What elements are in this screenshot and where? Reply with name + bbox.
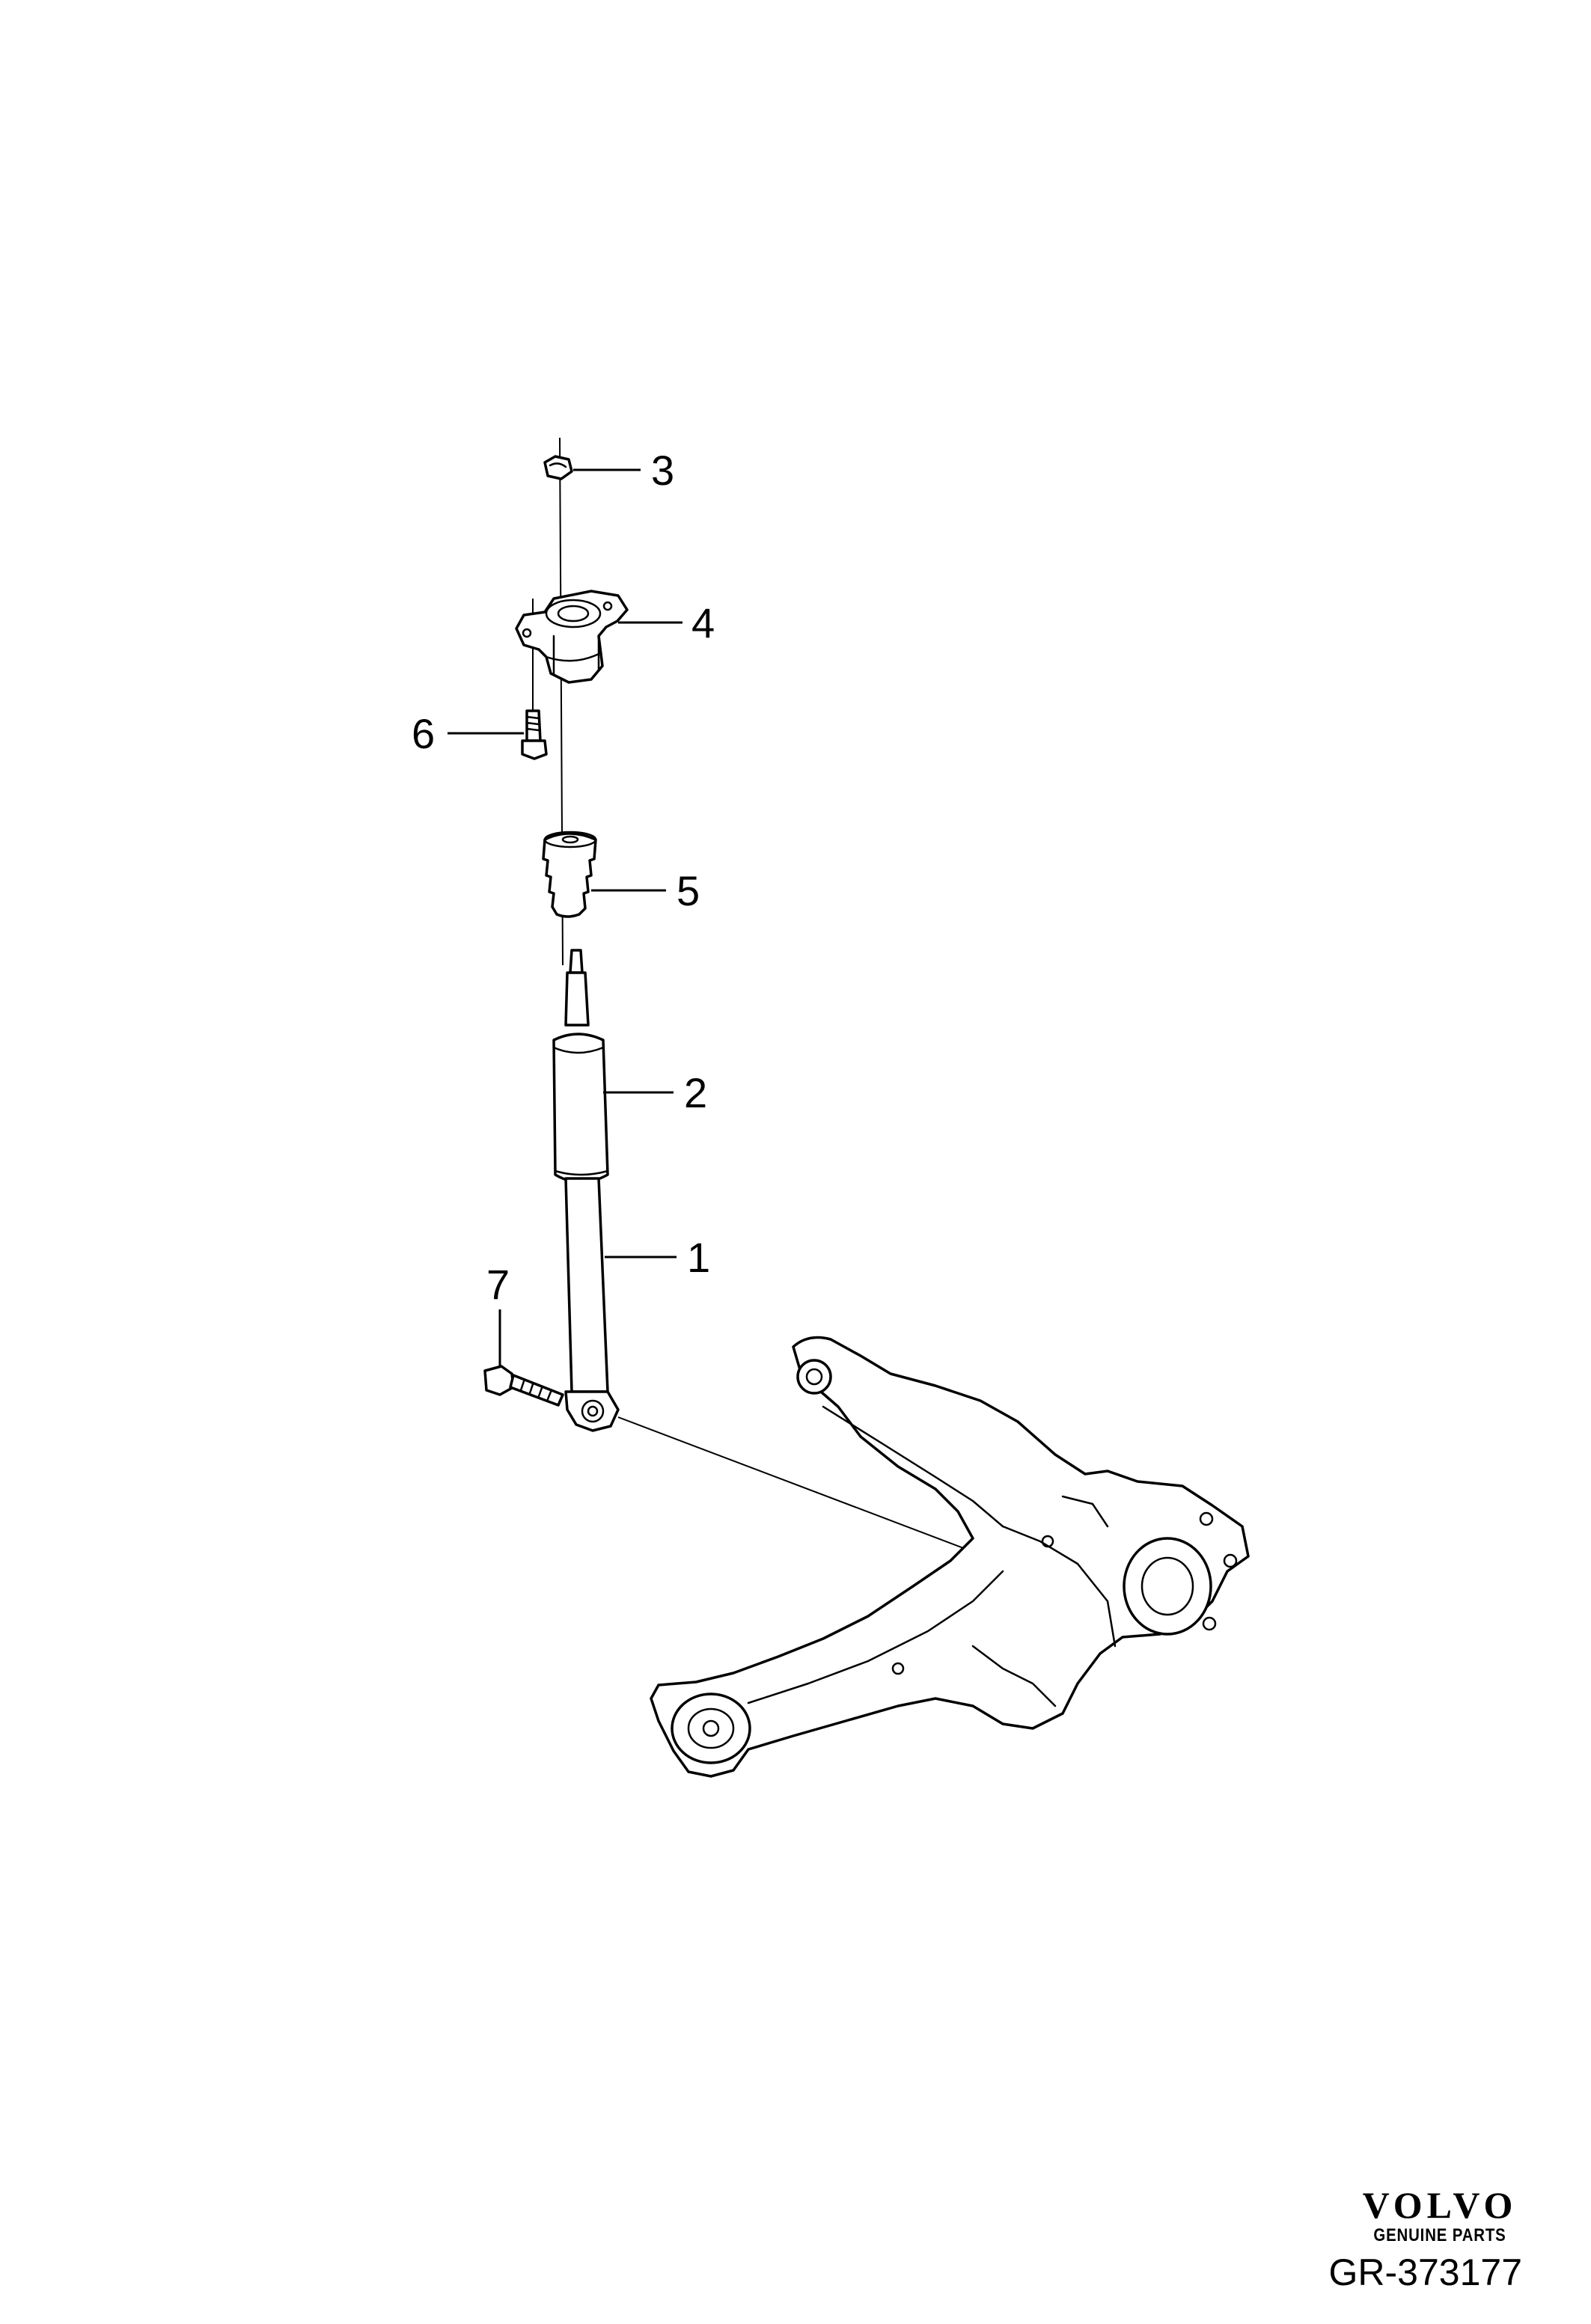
callout-6: 6 [412,710,435,757]
callout-2: 2 [684,1069,707,1116]
diagram-reference-code: GR-373177 [1328,2251,1523,2293]
callout-7: 7 [486,1261,510,1308]
callout-1: 1 [687,1234,710,1281]
volvo-genuine-parts-logo: VOLVO GENUINE PARTS [1350,2185,1530,2246]
callout-leaders [448,468,682,1368]
brand-name: VOLVO [1362,2184,1518,2226]
callout-5: 5 [677,867,700,914]
part-top-mount [515,590,629,684]
part-bump-stop [542,831,597,918]
part-rear-axle-knuckle [650,1336,1250,1778]
brand-subtitle: GENUINE PARTS [1373,2225,1506,2245]
callout-labels: 3 4 6 5 2 1 7 [412,447,715,1308]
axle-mount-leader [617,1416,966,1550]
part-nut [543,455,573,480]
part-mount-bolt [521,709,548,760]
part-lower-bolt [483,1365,564,1407]
part-shock-absorber [552,949,620,1432]
callout-3: 3 [651,447,674,494]
callout-4: 4 [691,599,715,646]
